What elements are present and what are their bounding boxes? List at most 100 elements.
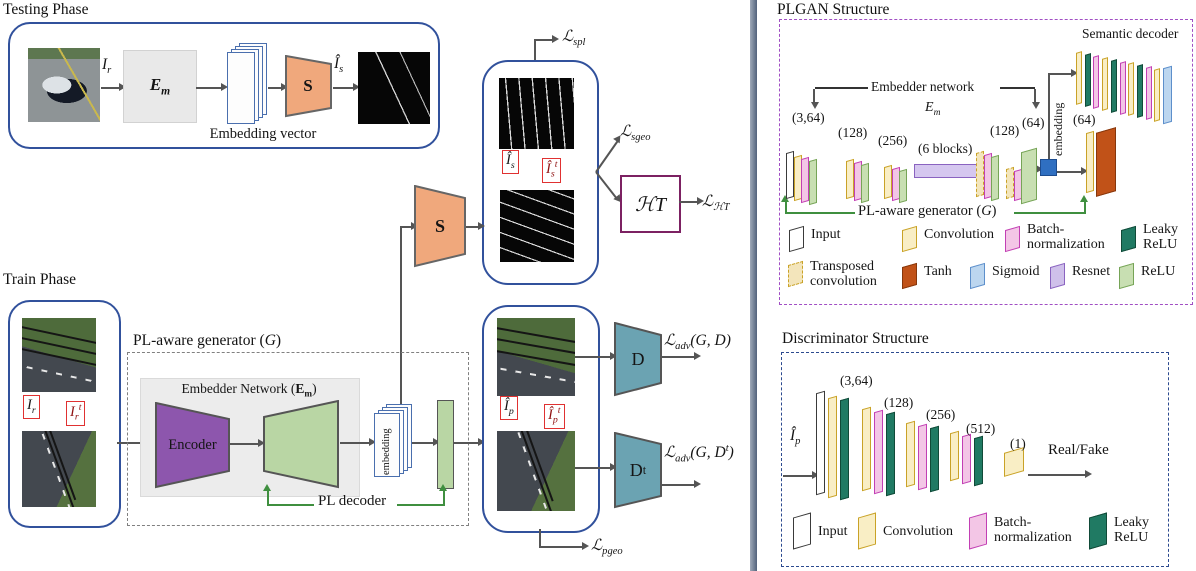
- resnet-blocks-bar: [914, 164, 980, 178]
- embedding-stack-generator: embedding: [374, 404, 412, 480]
- discriminator-structure-title: Discriminator Structure: [782, 330, 929, 347]
- legend-label: Batch-normalization: [1027, 222, 1105, 252]
- resnet-blocks-label: (6 blocks): [918, 141, 973, 156]
- bn-layer-slab: [1093, 54, 1100, 109]
- legend-label: Convolution: [883, 524, 954, 539]
- semantic-head-s-block-test: [285, 55, 332, 118]
- embedder-bracket-arrow-right: [1034, 89, 1036, 103]
- is-hat-t-image: [500, 190, 574, 262]
- tanh-legend-icon: [902, 262, 917, 290]
- is-hat-image: [499, 78, 574, 149]
- embedder-network-bracket-label: Embedder network: [871, 79, 975, 94]
- gen-stack-t128: (128): [976, 123, 1019, 202]
- lspl-line: [534, 40, 536, 60]
- convolution-legend-icon: [858, 512, 876, 550]
- gen-bracket-line-left: [787, 212, 855, 214]
- lrelu-layer-slab: [1136, 64, 1143, 119]
- gen-stack-128: (128): [838, 125, 885, 204]
- arrow-s-to-sem-box: [466, 222, 485, 231]
- legend-label: Sigmoid: [992, 264, 1040, 279]
- train-real-t-image: [22, 431, 96, 507]
- resnet-legend-icon: [1050, 262, 1065, 290]
- relu-legend-icon: [1119, 262, 1134, 290]
- bn-layer-slab: [1145, 66, 1152, 121]
- legend-label: Input: [811, 227, 841, 242]
- hough-transform-block: ℋT: [620, 175, 681, 233]
- gen-stack-t64: (64): [1006, 115, 1045, 205]
- relu-layer-slab: [991, 154, 999, 202]
- ir-tag: Ir: [23, 395, 40, 419]
- lrelu-layer-slab: [886, 411, 895, 497]
- arrow-embedding-to-pldecoder: [412, 438, 440, 447]
- conv-layer-slab: [1102, 56, 1109, 111]
- conv-layer-slab: [906, 420, 915, 488]
- loss-pgeo: ℒpgeo: [591, 537, 623, 558]
- ir-label: Ir: [102, 56, 112, 77]
- bn-layer-slab: [1119, 60, 1126, 115]
- arrow-discriminator-out: [1028, 470, 1092, 479]
- arrow-cube-to-output-stack: [1056, 167, 1088, 176]
- stack-size-label: (64): [1022, 115, 1045, 130]
- input-layer-slab: [786, 150, 794, 200]
- arrow-to-lspl: [534, 35, 559, 44]
- lrelu-layer-slab: [974, 435, 983, 487]
- conv-layer-slab: [828, 395, 837, 498]
- power-line: [22, 324, 96, 346]
- lrelu-layer-slab: [1084, 53, 1091, 107]
- arrow-into-discriminator: [783, 471, 819, 480]
- em-bracket-label: Em: [925, 100, 941, 118]
- loss-spl: ℒspl: [562, 28, 586, 49]
- stack-size-label: (256): [926, 407, 956, 422]
- disc-stack-256: (256): [906, 407, 958, 493]
- pl-decoder-arrow-right: [443, 490, 445, 506]
- input-layer-slab: [816, 390, 825, 496]
- generator-title: PL-aware generator (G): [133, 332, 282, 349]
- stack-size-label: (128): [884, 395, 914, 410]
- disc-input-label: Îp: [790, 427, 801, 448]
- is-hat-label-test: Îs: [334, 55, 344, 76]
- loss-sgeo: ℒsgeo: [620, 123, 651, 144]
- stack-size-label: (128): [838, 125, 868, 140]
- legend-label: Leaky ReLU: [1114, 515, 1149, 545]
- input-legend-icon: [789, 225, 804, 253]
- semantic-head-s-block-mid: [414, 185, 466, 268]
- power-line: [22, 334, 96, 357]
- loss-ht: ℒℋT: [702, 193, 730, 214]
- stack-size-label: (256): [878, 133, 908, 148]
- arrow-s-to-output: [333, 83, 360, 92]
- embedding-vector-caption: Embedding vector: [209, 126, 317, 142]
- s-block-label-test: S: [303, 76, 313, 95]
- ip-hat-t-tag: Îpt: [544, 404, 565, 429]
- gen-stack-3-64: (3,64): [786, 110, 832, 206]
- arrow-to-lpgeo: [539, 542, 589, 551]
- stack-size-label: (64): [1073, 112, 1096, 127]
- is-hat-tag: Îs: [502, 150, 519, 174]
- arrow-embedding-to-semantic-decoder: [1048, 69, 1078, 78]
- embedding-vector-stack: [227, 43, 267, 125]
- lane-marking: [497, 365, 575, 385]
- embedding-rotated-label: embedding: [381, 428, 392, 475]
- arrow-ht-to-loss: [679, 197, 704, 206]
- stack-size-label: (512): [966, 421, 996, 436]
- legend-label: Tanh: [924, 264, 952, 279]
- conv-layer-slab: [862, 406, 871, 492]
- arrow-ip-to-d: [575, 352, 617, 361]
- tanh-layer-slab: [1096, 127, 1116, 197]
- embedding-sheet: [374, 413, 400, 477]
- semantic-output-image-test: [358, 52, 430, 124]
- ip-hat-tag: Îp: [500, 396, 518, 420]
- plgan-structure-box: [779, 19, 1193, 305]
- embedder-network-title: Embedder Network (Em): [181, 381, 317, 399]
- convolution-legend-icon: [902, 225, 917, 253]
- relu-layer-slab: [1021, 147, 1037, 205]
- conv-layer-slab: [884, 164, 892, 200]
- gen-stack-out64: (64): [1073, 112, 1122, 197]
- arrow-dt-out: [662, 480, 701, 489]
- conv-layer-slab: [1154, 68, 1161, 122]
- loss-adv-dt: ℒadv(G, Dt): [664, 443, 734, 465]
- semantic-decoder-stack: [1076, 48, 1188, 125]
- encoder-trapezoid: [155, 402, 230, 489]
- testing-phase-title: Testing Phase: [3, 1, 89, 18]
